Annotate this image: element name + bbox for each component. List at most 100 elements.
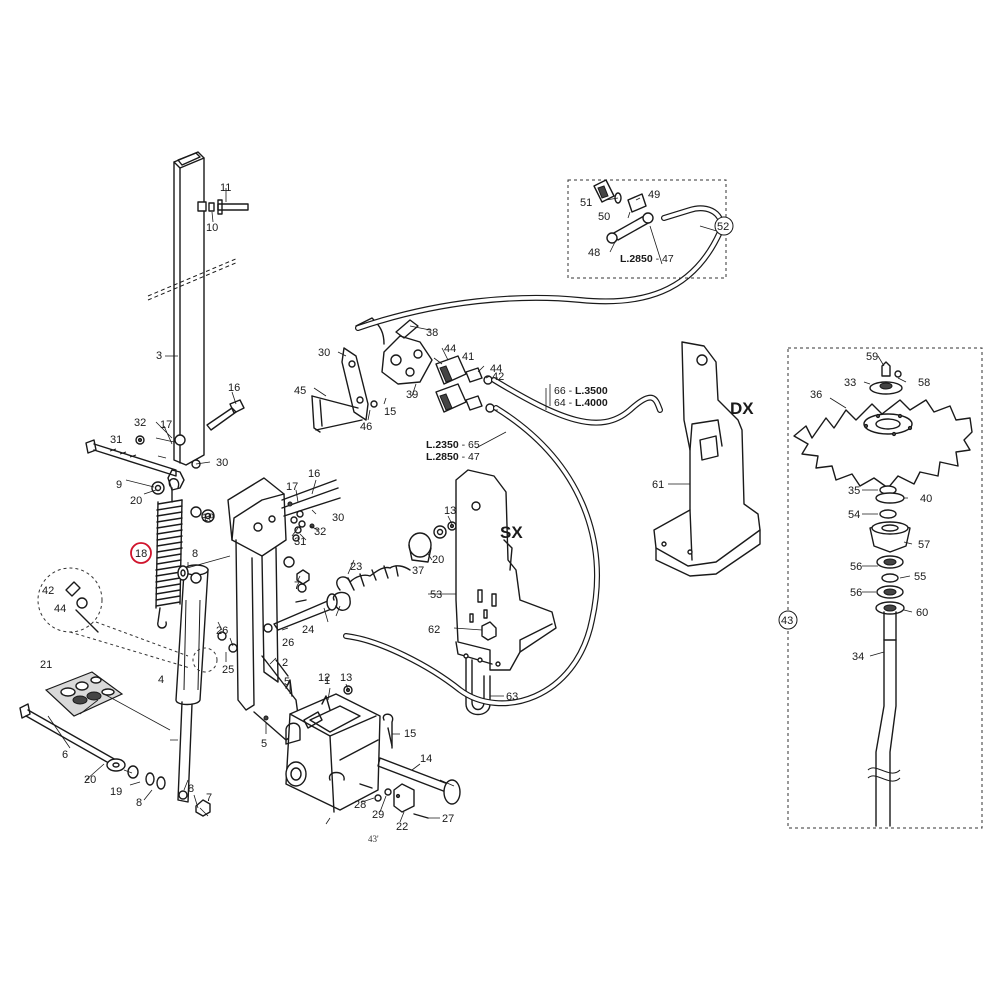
label-7b: 7 bbox=[206, 792, 212, 804]
label-44a: 44 bbox=[444, 343, 456, 355]
label-15b: 15 bbox=[384, 406, 396, 418]
hose-length-65: L.2350 - 65 bbox=[426, 439, 480, 451]
label-19b: 19 bbox=[110, 786, 122, 798]
part-labels: 1 2 3 4 5 5 6 7 7 8 8 8 9 10 11 12 13 13… bbox=[40, 182, 932, 833]
side-label-sx: SX bbox=[500, 523, 523, 542]
label-20b: 20 bbox=[84, 774, 96, 786]
label-59: 59 bbox=[866, 351, 878, 363]
label-8a: 8 bbox=[192, 548, 198, 560]
label-13b: 13 bbox=[444, 505, 456, 517]
label-44c: 44 bbox=[54, 603, 66, 615]
part-4-cylinder bbox=[175, 564, 209, 803]
label-15a: 15 bbox=[404, 728, 416, 740]
label-6: 6 bbox=[62, 749, 68, 761]
part-3-tube bbox=[147, 151, 239, 469]
label-19a: 19 bbox=[202, 512, 214, 524]
label-4: 4 bbox=[158, 674, 164, 686]
hose-length-64: 64 - L.4000 bbox=[554, 397, 608, 409]
label-30a: 30 bbox=[216, 457, 228, 469]
label-40: 40 bbox=[920, 493, 932, 505]
label-54: 54 bbox=[848, 509, 860, 521]
label-26b: 26 bbox=[282, 637, 294, 649]
label-53: 53 bbox=[430, 589, 442, 601]
label-43: 43 bbox=[781, 615, 793, 627]
part-61-dx-plate bbox=[653, 341, 761, 577]
part-1-clevis bbox=[285, 685, 381, 813]
label-24: 24 bbox=[302, 624, 314, 636]
label-56a: 56 bbox=[850, 561, 862, 573]
hydraulic-hoses bbox=[343, 205, 725, 707]
label-38: 38 bbox=[426, 327, 438, 339]
label-37: 37 bbox=[412, 565, 424, 577]
part-39-valve bbox=[355, 317, 433, 385]
label-32b: 32 bbox=[314, 526, 326, 538]
leader-lines bbox=[47, 188, 913, 825]
label-31b: 31 bbox=[294, 536, 306, 548]
part-10-11-bolt bbox=[197, 199, 249, 215]
label-63: 63 bbox=[506, 691, 518, 703]
label-11: 11 bbox=[220, 182, 231, 194]
label-22: 22 bbox=[396, 821, 408, 833]
label-3: 3 bbox=[156, 350, 162, 362]
label-7a: 7 bbox=[294, 580, 300, 592]
label-12: 12 bbox=[318, 672, 330, 684]
label-32a: 32 bbox=[134, 417, 146, 429]
label-20a: 20 bbox=[130, 495, 142, 507]
label-44b: 44 bbox=[490, 363, 502, 375]
label-17a: 17 bbox=[160, 419, 172, 431]
label-29: 29 bbox=[372, 809, 384, 821]
label-58: 58 bbox=[918, 377, 930, 389]
hose-length-47a: L.2850 - 47 bbox=[426, 451, 480, 463]
label-30b: 30 bbox=[332, 512, 344, 524]
bolt-group-16-17-30 bbox=[281, 479, 341, 542]
label-21: 21 bbox=[40, 659, 52, 671]
label-10: 10 bbox=[206, 222, 218, 234]
label-60: 60 bbox=[916, 607, 928, 619]
label-28: 28 bbox=[354, 799, 366, 811]
label-34: 34 bbox=[852, 651, 864, 663]
label-50: 50 bbox=[598, 211, 610, 223]
label-1: 1 bbox=[324, 675, 330, 687]
label-35: 35 bbox=[848, 485, 860, 497]
part-16-bolt-upper bbox=[206, 399, 245, 431]
label-18: 18 bbox=[135, 548, 147, 560]
label-33: 33 bbox=[844, 377, 856, 389]
label-20c: 20 bbox=[432, 554, 444, 566]
label-31a: 31 bbox=[110, 434, 122, 446]
part-41-44-couplings bbox=[435, 355, 495, 413]
part-23-chain bbox=[332, 565, 411, 611]
part-2-bracket bbox=[190, 477, 310, 741]
part-9-long-bolt bbox=[85, 435, 185, 495]
label-41: 41 bbox=[462, 351, 474, 363]
label-23: 23 bbox=[350, 561, 362, 573]
part-18-spring bbox=[155, 478, 183, 629]
label-46: 46 bbox=[360, 421, 372, 433]
label-56b: 56 bbox=[850, 587, 862, 599]
label-9: 9 bbox=[116, 479, 122, 491]
highlight-ring-18 bbox=[130, 542, 152, 564]
hose-length-annotations: 66 - L.3500 64 - L.4000 L.2350 - 65 L.28… bbox=[426, 253, 674, 463]
label-26a: 26 bbox=[216, 625, 228, 637]
drawing-stamp: 43' bbox=[368, 834, 379, 844]
bearing-stack bbox=[869, 485, 911, 615]
label-17b: 17 bbox=[286, 481, 298, 493]
detail-view-42-44 bbox=[37, 567, 218, 673]
label-30c: 30 bbox=[318, 347, 330, 359]
circled-labels: 52 43 bbox=[130, 216, 798, 630]
label-55: 55 bbox=[914, 571, 926, 583]
label-16a: 16 bbox=[228, 382, 240, 394]
part-14-pin bbox=[374, 713, 461, 819]
detail-box-43 bbox=[787, 347, 983, 829]
label-14: 14 bbox=[420, 753, 432, 765]
label-42b: 42 bbox=[42, 585, 54, 597]
hose-length-66: 66 - L.3500 bbox=[554, 385, 608, 397]
label-8b: 8 bbox=[136, 797, 142, 809]
part-36-disc bbox=[793, 399, 973, 489]
part-34-shaft bbox=[867, 611, 901, 827]
label-36: 36 bbox=[810, 389, 822, 401]
label-62: 62 bbox=[428, 624, 440, 636]
part-21-seal-kit bbox=[44, 671, 171, 731]
part-33-hub-cap bbox=[869, 361, 903, 395]
